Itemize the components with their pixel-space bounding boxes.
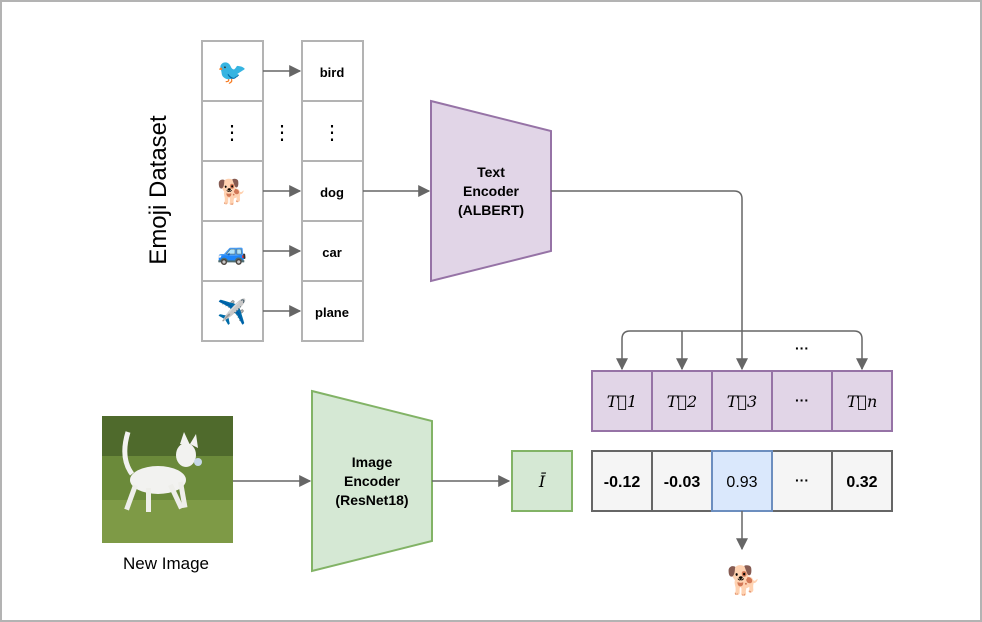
similarity-value-1: -0.12 (604, 474, 641, 491)
dataset-arrows (263, 65, 302, 317)
dataset-title: Emoji Dataset (145, 115, 172, 265)
label-ellipsis: ⋮ (322, 122, 342, 144)
bird-emoji-icon: 🐦 (217, 59, 247, 86)
dog-photo-icon (102, 416, 233, 543)
label-column (301, 40, 364, 342)
label-car: car (322, 245, 342, 260)
top-ellipsis: ··· (795, 340, 809, 356)
text-encoder-output-arrow (551, 190, 748, 371)
text-encoder-line1: Text (477, 164, 505, 180)
similarity-value-n: 0.32 (846, 474, 877, 491)
result-dog-emoji-icon: 🐕 (727, 564, 762, 597)
text-embedding-t1: T⃗1 (607, 392, 637, 411)
car-emoji-icon: 🚙 (217, 239, 247, 266)
plane-emoji-icon: ✈️ (217, 297, 247, 326)
label-bird: bird (320, 65, 345, 80)
text-embedding-row (591, 370, 893, 432)
text-encoder-shape (430, 99, 552, 283)
image-embedding-symbol: Ī (538, 471, 547, 491)
emoji-ellipsis-icon: ⋮ (222, 122, 242, 144)
image-embedding-box (511, 450, 573, 512)
text-embedding-tn: T⃗n (847, 392, 878, 411)
similarity-value-3: 0.93 (726, 474, 757, 491)
text-embedding-ellipsis: ··· (795, 392, 809, 408)
dog-emoji-icon: 🐕 (217, 178, 247, 206)
text-embedding-t3: T⃗3 (727, 392, 757, 411)
image-encoder-line2: Encoder (344, 473, 401, 489)
image-encoder-line3: (ResNet18) (335, 492, 408, 508)
text-embedding-t2: T⃗2 (667, 392, 697, 411)
text-encoder-line2: Encoder (463, 183, 520, 199)
new-image-caption: New Image (123, 554, 209, 573)
middle-ellipsis: ⋮ (272, 122, 292, 144)
image-encoder-line1: Image (352, 454, 393, 470)
similarity-value-2: -0.03 (664, 474, 701, 491)
label-plane: plane (315, 305, 349, 320)
text-encoder-line3: (ALBERT) (458, 202, 524, 218)
label-dog: dog (320, 185, 344, 200)
emoji-column (201, 40, 264, 342)
similarity-ellipsis: ··· (795, 472, 809, 488)
image-encoder-shape (311, 389, 433, 573)
